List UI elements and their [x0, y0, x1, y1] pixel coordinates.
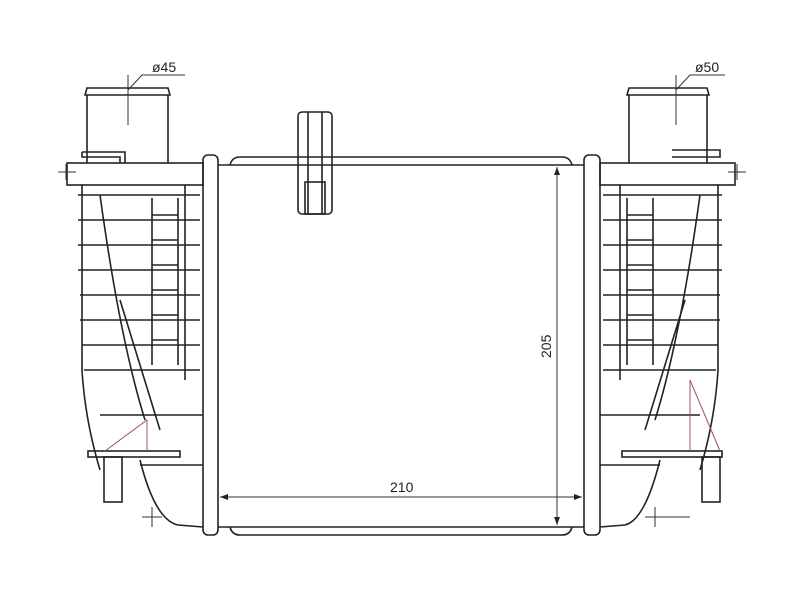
height-dimension-label: 205: [538, 334, 554, 358]
core: [202, 154, 601, 536]
left-tank: [58, 87, 204, 528]
inlet-diameter-label: ø45: [152, 59, 176, 75]
mounting-bracket: [297, 111, 333, 215]
right-tank: [599, 87, 746, 528]
dimension-lines: [127, 74, 725, 525]
width-dimension-label: 210: [390, 479, 414, 495]
outlet-diameter-label: ø50: [695, 59, 719, 75]
